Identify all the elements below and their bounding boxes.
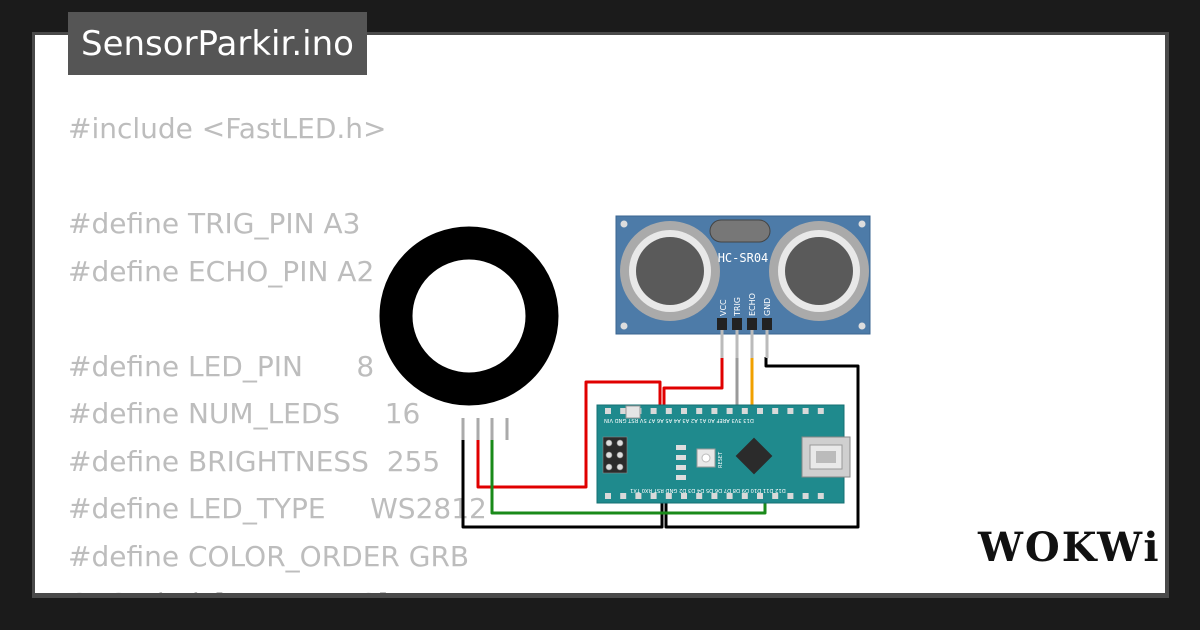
wire-ground-sensor [664, 357, 860, 529]
microcontroller-chip [735, 437, 773, 475]
header-pin[interactable] [665, 408, 672, 414]
code-line: #define COLOR_ORDER GRB [68, 539, 470, 573]
header-pin[interactable] [665, 493, 672, 499]
header-pin[interactable] [605, 493, 611, 499]
icsp-header [602, 436, 628, 474]
wires [461, 357, 860, 529]
header-pin[interactable] [650, 408, 657, 414]
header-pin[interactable] [817, 493, 824, 499]
code-line: #define NUM_LEDS 16 [68, 397, 421, 430]
pin-label-vcc: VCC [719, 299, 728, 316]
reset-button[interactable] [696, 448, 716, 468]
status-leds [676, 445, 686, 480]
header-pin[interactable] [787, 408, 794, 414]
wokwi-logo: WOKWi [978, 524, 1161, 571]
header-pin[interactable] [802, 408, 809, 414]
header-pin[interactable] [757, 493, 763, 499]
code-line: #define ECHO_PIN A2 [68, 254, 375, 288]
header-pin[interactable] [711, 408, 718, 414]
header-pin[interactable] [681, 493, 687, 499]
header-pin[interactable] [635, 493, 642, 499]
header-pin[interactable] [726, 493, 733, 499]
usb-port [801, 436, 851, 478]
hc-sr04-sensor[interactable]: HC-SR04 VCC TRIG ECHO GND [615, 215, 871, 358]
header-pin[interactable] [726, 408, 733, 414]
header-pin[interactable] [696, 493, 703, 499]
header-pin[interactable] [696, 408, 703, 414]
code-preview-card: #include <FastLED.h> #define TRIG_PIN A3 #… [35, 35, 1165, 593]
wire-power-sensor [662, 357, 724, 412]
header-pin[interactable] [650, 493, 657, 499]
header-pin[interactable] [741, 408, 748, 414]
header-pin[interactable] [787, 493, 794, 499]
transducer-left [620, 221, 720, 321]
code-line: #define TRIG_PIN A3 [68, 207, 361, 240]
header-pins-top [604, 409, 838, 415]
sensor-label: HC-SR04 [718, 251, 769, 265]
arduino-nano[interactable]: D13 3V3 AREF A0 A1 A2 A3 A4 A5 A6 A7 5V … [596, 404, 851, 504]
wire-data-ring [490, 438, 767, 515]
code-preview: #include <FastLED.h> #define TRIG_PIN A3 #… [68, 105, 487, 593]
header-pin[interactable] [620, 493, 627, 499]
header-pin[interactable] [817, 408, 824, 414]
header-pin[interactable] [802, 493, 809, 499]
pin-label-trig: TRIG [733, 297, 742, 317]
header-pin[interactable] [757, 408, 763, 414]
code-line: #define LED_PIN 8 [68, 349, 375, 383]
header-pin[interactable] [711, 493, 718, 499]
header-pin[interactable] [772, 408, 779, 414]
sketch-title-tab[interactable]: SensorParkir.ino [68, 12, 367, 75]
pin-label-echo: ECHO [748, 293, 757, 316]
code-line: CRGB leds[NUM_LEDS]; [68, 580, 487, 593]
header-pin[interactable] [772, 493, 779, 499]
bottom-pin-labels: D12 D11 D10 D9 D8 D7 D6 D5 D4 D3 D2 GND … [630, 487, 786, 493]
wire-power-ring [476, 380, 662, 489]
header-pin[interactable] [681, 408, 687, 414]
top-pin-labels: D13 3V3 AREF A0 A1 A2 A3 A4 A5 A6 A7 5V … [604, 417, 754, 423]
code-line: #define BRIGHTNESS 255 [68, 444, 441, 478]
neopixel-ring[interactable] [379, 226, 559, 440]
header-pin[interactable] [620, 408, 627, 414]
reset-label: RESET [718, 451, 724, 468]
header-pins-top [605, 408, 824, 414]
header-pin[interactable] [741, 493, 748, 499]
code-line: #include <FastLED.h> [68, 112, 387, 145]
sketch-filename: SensorParkir.ino [81, 23, 354, 64]
header-pins-bottom [605, 493, 824, 499]
header-pin[interactable] [605, 408, 611, 414]
transducer-right [769, 221, 869, 321]
code-line: #define LED_TYPE WS2812 [68, 492, 487, 525]
pin-label-gnd: GND [763, 298, 772, 316]
